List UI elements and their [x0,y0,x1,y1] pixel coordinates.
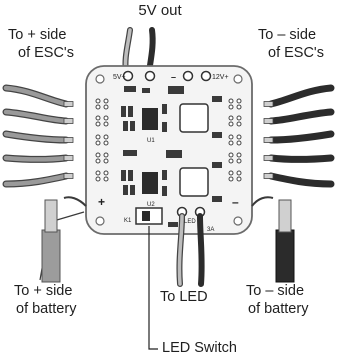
label-to-led: To LED [160,289,208,305]
silk-12v-plus: 12V+ [212,74,229,81]
label-minus-battery-line1: To – side [246,283,305,299]
led-switch-leader [148,226,158,350]
esc-plus-wires [2,84,70,188]
label-minus-battery: To – side of battery [246,282,308,318]
left-esc-pads [95,98,109,182]
silk-5v-plus: 5V+ [113,74,126,81]
five-v-pads [122,70,212,82]
silk-u2: U2 [147,202,155,208]
label-5v-out: 5V out [138,2,182,19]
label-led-switch: LED Switch [162,340,237,356]
pcb-components [121,86,222,227]
battery-wires [39,196,295,283]
silk-minus-mark: – [232,195,239,209]
silk-plus-mark: + [98,195,105,209]
label-minus-esc: To – side of ESC's [258,26,324,62]
label-plus-esc: To + side of ESC's [8,26,74,62]
label-plus-esc-line2: of ESC's [18,45,74,61]
wire-tips [63,101,274,179]
esc-minus-wires [267,84,335,188]
silk-k1: K1 [124,218,132,224]
label-plus-battery-line1: To + side [14,283,73,299]
label-minus-esc-line1: To – side [258,27,317,43]
label-plus-battery: To + side of battery [14,282,76,318]
silk-u1: U1 [147,138,155,144]
label-plus-battery-line2: of battery [16,301,77,317]
led-wires [176,213,205,287]
label-minus-esc-line2: of ESC's [268,45,324,61]
silk-3a: 3A [207,227,214,233]
silk-top-minus: – [171,72,176,82]
right-esc-pads [228,98,242,182]
label-minus-battery-line2: of battery [248,301,309,317]
silkscreen-text: 5V+ 12V+ – + – U1 U2 K1 LED 3A [98,72,239,233]
silk-led: LED [184,219,196,225]
label-plus-esc-line1: To + side [8,27,67,43]
